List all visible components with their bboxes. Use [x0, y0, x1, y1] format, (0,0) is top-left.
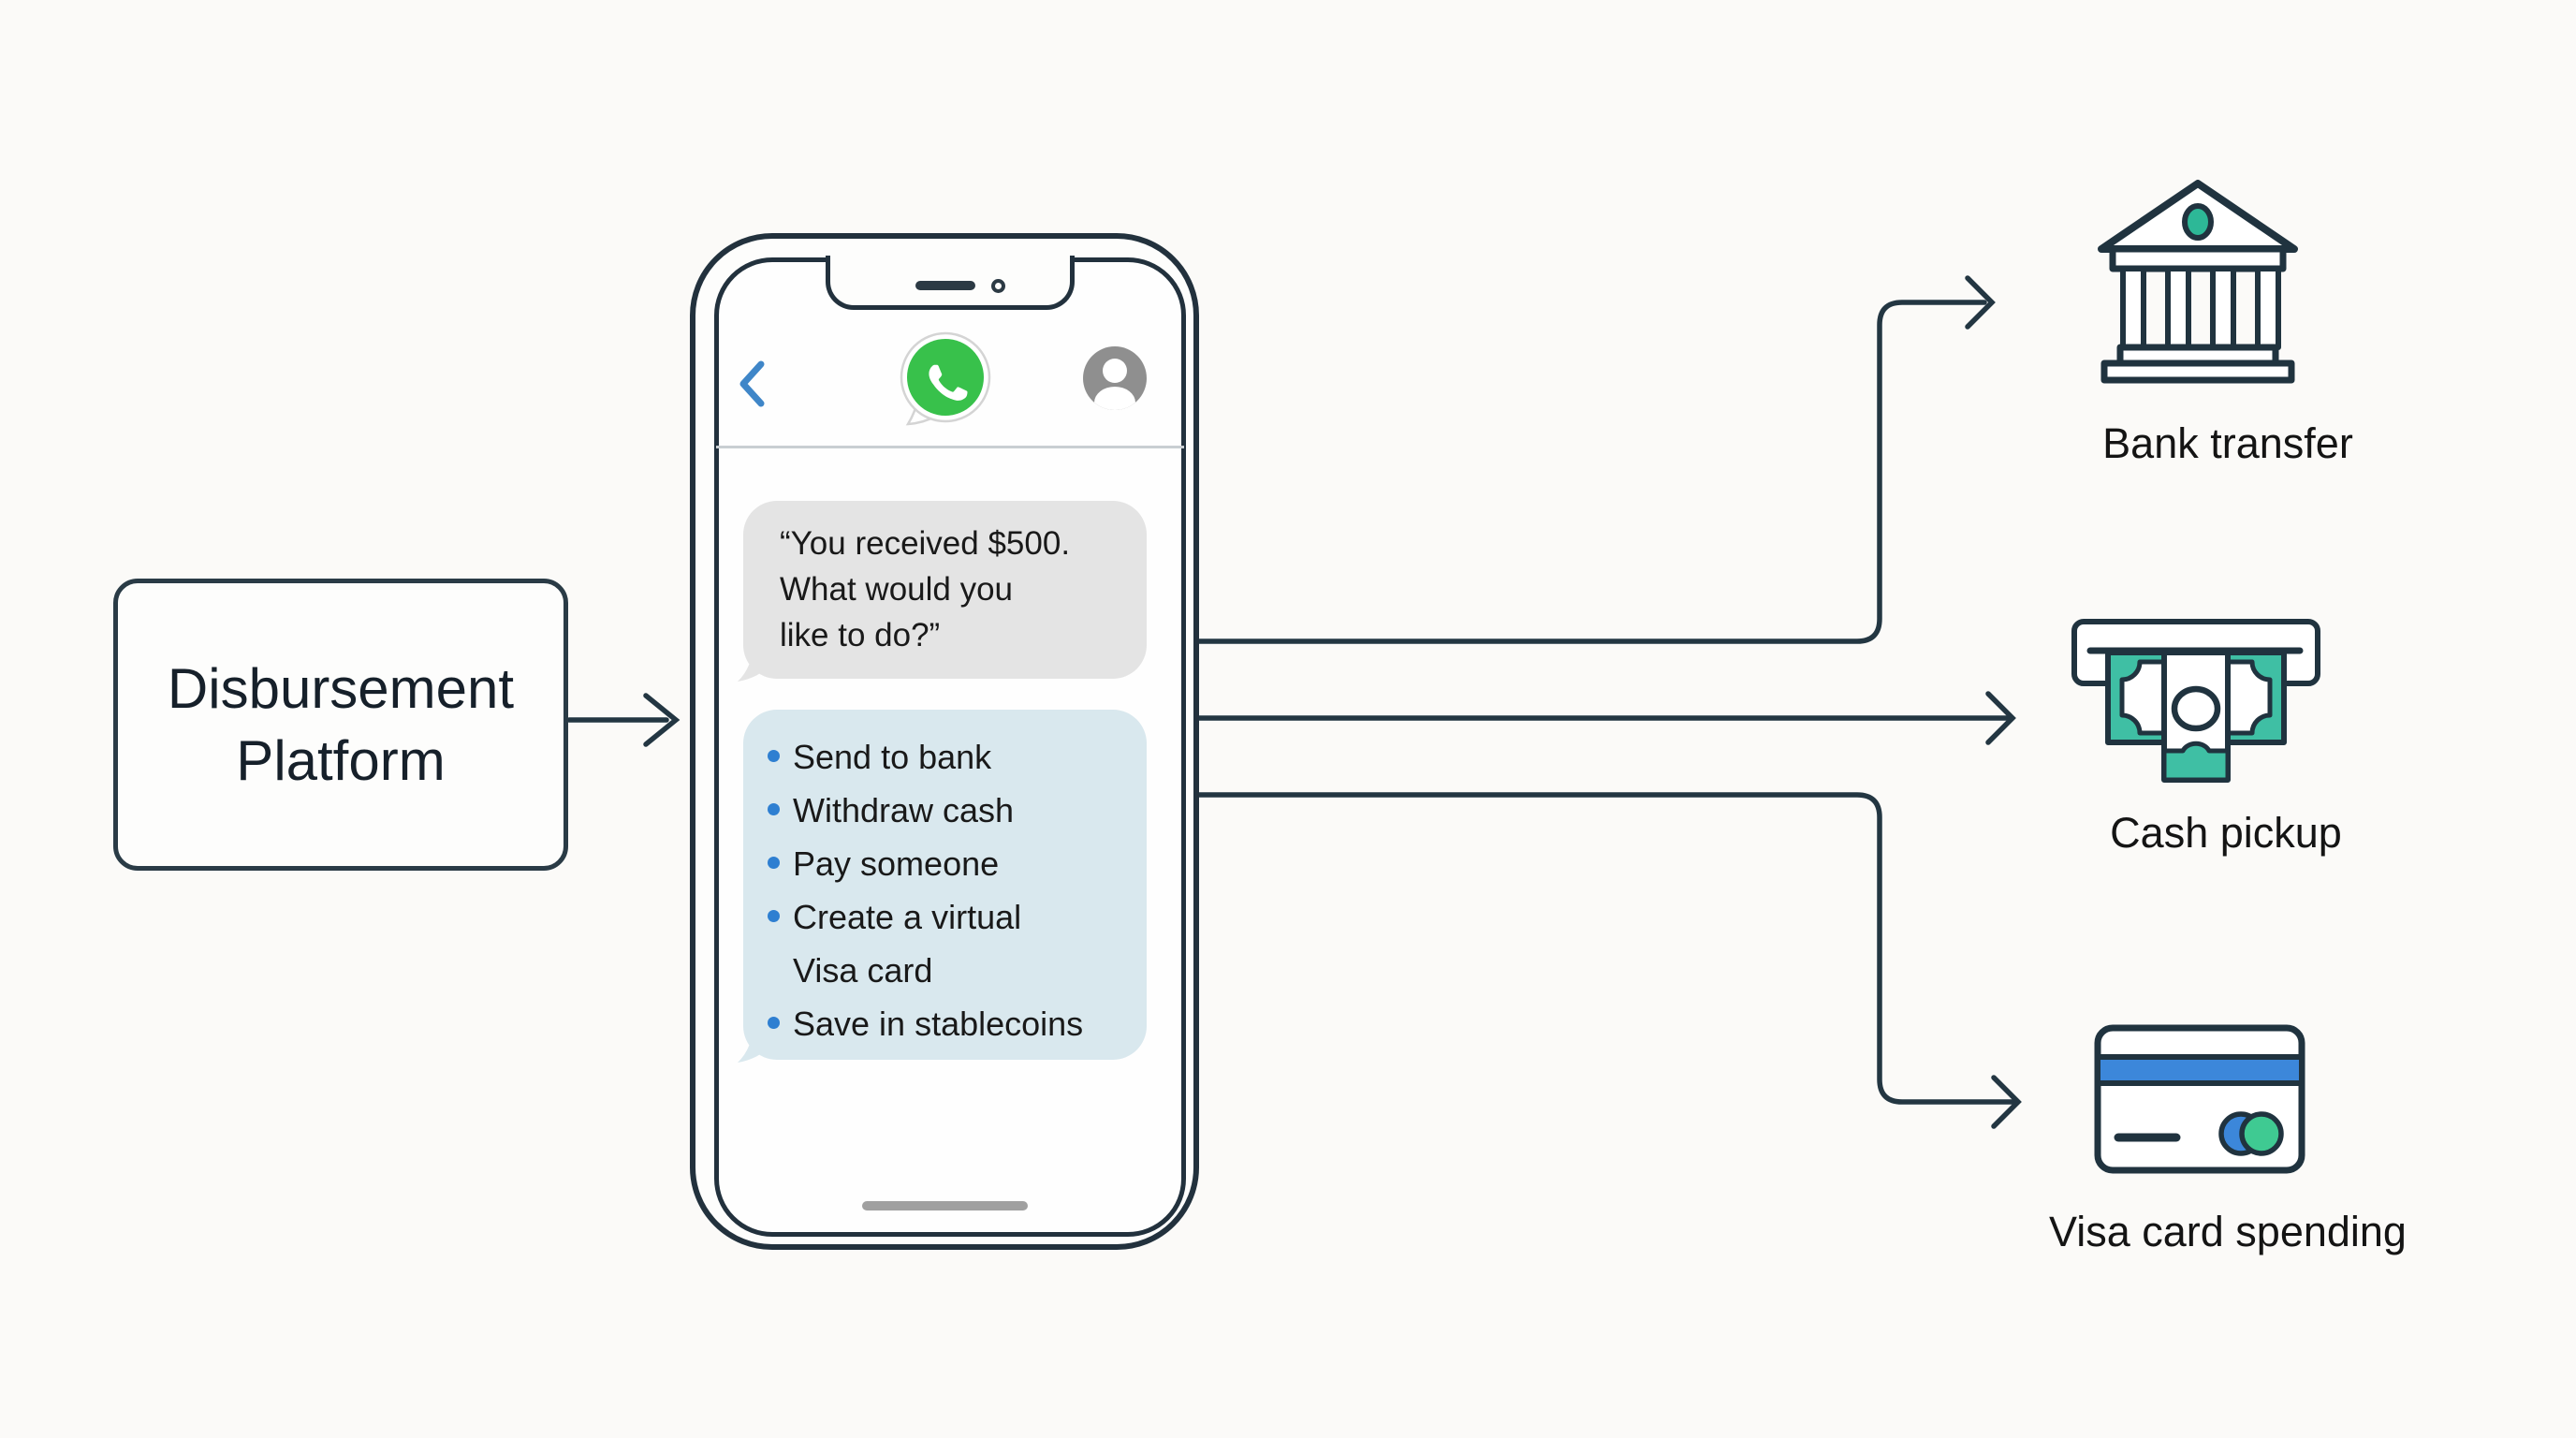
- message-line: “You received $500.: [780, 525, 1071, 562]
- bullet-icon: [768, 803, 780, 815]
- message-line: What would you: [780, 571, 1014, 608]
- cash-pickup-icon: [2071, 619, 2320, 783]
- source-box-label: Disbursement: [167, 657, 515, 720]
- phone-mockup: “You received $500. What would you like …: [690, 233, 1199, 1250]
- speaker-slot-icon: [915, 281, 975, 290]
- arrowhead-cash: [1985, 691, 2016, 745]
- option-item: Save in stablecoins: [768, 997, 1128, 1050]
- message-line: like to do?”: [780, 617, 941, 653]
- disbursement-platform-box: Disbursement Platform: [113, 579, 568, 871]
- option-item: Withdraw cash: [768, 784, 1128, 837]
- arrowhead-bank: [1965, 275, 1996, 330]
- camera-dot-icon: [991, 279, 1005, 293]
- option-label: Create a virtual Visa card: [793, 898, 1022, 990]
- header-divider: [716, 446, 1184, 448]
- visa-card-icon: [2094, 1024, 2305, 1174]
- bullet-icon: [768, 1017, 780, 1029]
- arrow-phone-to-bank: [1190, 300, 1987, 644]
- bullet-icon: [768, 910, 780, 922]
- option-item: Pay someone: [768, 837, 1128, 890]
- visa-card-spending-label: Visa card spending: [2049, 1208, 2407, 1255]
- cash-pickup-label: Cash pickup: [2110, 809, 2342, 857]
- home-indicator: [862, 1201, 1028, 1211]
- incoming-message-bubble: “You received $500. What would you like …: [743, 501, 1147, 679]
- option-item: Send to bank: [768, 730, 1128, 784]
- bank-icon: [2098, 180, 2298, 384]
- option-item: Create a virtual Visa card: [768, 890, 1128, 997]
- bullet-icon: [768, 750, 780, 762]
- options-message-bubble: Send to bank Withdraw cash Pay someone C…: [743, 710, 1147, 1060]
- contact-avatar-icon: [1083, 346, 1147, 410]
- arrow-phone-to-card: [1190, 792, 2015, 1105]
- back-chevron-icon: [739, 360, 765, 407]
- source-box-label: Platform: [236, 729, 446, 792]
- option-label: Save in stablecoins: [793, 1005, 1084, 1043]
- bullet-icon: [768, 857, 780, 869]
- whatsapp-logo-icon: [900, 331, 991, 426]
- option-label: Pay someone: [793, 844, 1000, 883]
- arrowhead-box-to-phone: [643, 693, 681, 747]
- option-label: Withdraw cash: [793, 791, 1015, 829]
- arrowhead-card: [1991, 1075, 2022, 1129]
- option-label: Send to bank: [793, 738, 992, 776]
- bank-transfer-label: Bank transfer: [2102, 419, 2353, 467]
